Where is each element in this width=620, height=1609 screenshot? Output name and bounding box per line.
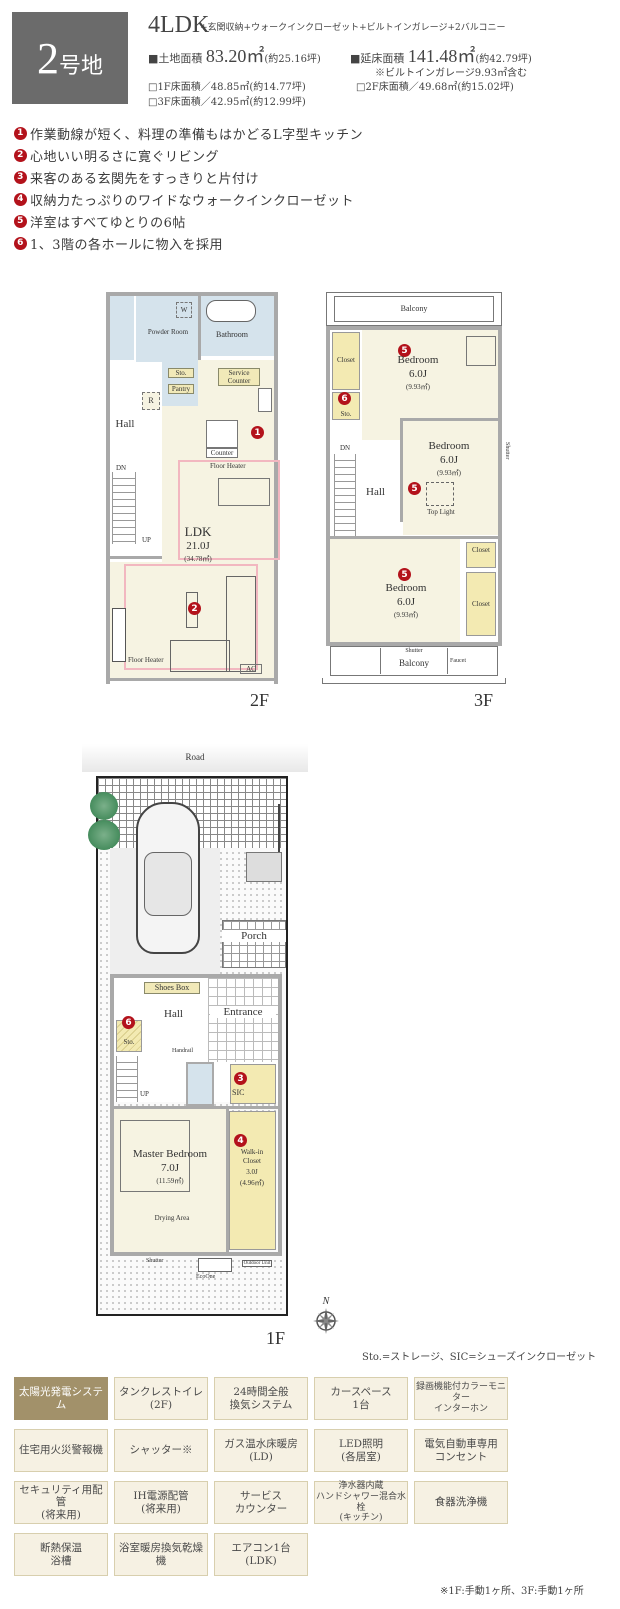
equipment-tile: エアコン1台 (LDK)	[214, 1533, 308, 1576]
toilet	[186, 1062, 214, 1106]
equipment-tile: 太陽光発電システム	[14, 1377, 108, 1420]
desk-icon	[466, 336, 496, 366]
equipment-grid: 太陽光発電システム タンクレストイレ (2F) 24時間全般 換気システム カー…	[14, 1377, 610, 1576]
floor-area-3f: □3F床面積／42.95㎡(約12.99坪)	[148, 97, 306, 108]
toilet	[110, 296, 134, 360]
number-badge-icon: 5	[14, 214, 27, 228]
legend-note: Sto.=ストレージ、SIC=シューズインクローゼット	[362, 1352, 597, 1363]
equipment-tile: ガス温水床暖房 (LD)	[214, 1429, 308, 1472]
land-area: ■土地面積 83.20㎡(約25.16坪)	[148, 46, 321, 66]
floor-area-2f: □2F床面積／49.68㎡(約15.02坪)	[356, 82, 514, 93]
layout-type: 4LDK	[148, 12, 210, 38]
number-badge-icon: 3	[14, 170, 27, 184]
floor-label-3f: 3F	[474, 690, 494, 710]
equipment-tile: 録画機能付カラーモニター インターホン	[414, 1377, 508, 1420]
feature-marker-6: 6	[122, 1016, 135, 1029]
equipment-tile: 住宅用火災警報機	[14, 1429, 108, 1472]
feature-marker-5: 5	[398, 568, 411, 581]
entrance	[208, 978, 278, 1062]
feature-marker-5: 5	[398, 344, 411, 357]
floor-label-1f: 1F	[266, 1328, 286, 1348]
compass-icon: N	[312, 1296, 340, 1340]
floor-label-2f: 2F	[250, 690, 270, 710]
porch	[222, 920, 286, 968]
floor-plan-2f: Powder Room W Bathroom Sto. Pantry Servi…	[106, 292, 280, 684]
bed-icon	[120, 1120, 190, 1192]
sofa-icon	[226, 576, 256, 672]
balcony-bottom	[330, 646, 498, 676]
footnote: ※1F:手動1ヶ所、3F:手動1ヶ所	[440, 1586, 584, 1597]
storage	[332, 392, 360, 420]
storage	[116, 1020, 142, 1052]
sink-icon	[206, 420, 238, 448]
stove-icon	[258, 388, 272, 412]
tree-icon	[88, 820, 120, 850]
dining-table-icon	[218, 478, 270, 506]
lot-number: 2	[36, 33, 59, 83]
feature-marker-1: 1	[251, 426, 264, 439]
bathtub-icon	[206, 300, 256, 322]
feature-marker-3: 3	[234, 1072, 247, 1085]
floor-plan-3f: Balcony Closet 6 Sto. 5 Bedroom 6.0J (9.…	[322, 292, 510, 684]
equipment-tile: 浴室暖房換気乾燥機	[114, 1533, 208, 1576]
feature-marker-4: 4	[234, 1134, 247, 1147]
balcony-top	[334, 296, 494, 322]
road	[82, 744, 308, 772]
equipment-tile: 断熱保温 浴槽	[14, 1533, 108, 1576]
number-badge-icon: 1	[14, 126, 27, 140]
tv-icon	[112, 608, 126, 662]
bicycle-icon	[278, 804, 280, 864]
equipment-tile: IH電源配管 (将来用)	[114, 1481, 208, 1524]
equipment-tile: カースペース 1台	[314, 1377, 408, 1420]
equipment-tile: 電気自動車専用 コンセント	[414, 1429, 508, 1472]
equipment-tile: 24時間全般 換気システム	[214, 1377, 308, 1420]
stairs	[112, 472, 136, 544]
tree-icon	[90, 792, 118, 820]
equipment-tile: LED照明 (各居室)	[314, 1429, 408, 1472]
equipment-tile: 浄水器内蔵 ハンドシャワー混合水栓 (キッチン)	[314, 1480, 408, 1524]
feature-marker-5: 5	[408, 482, 421, 495]
equipment-tile: セキュリティ用配管 (将来用)	[14, 1481, 108, 1524]
closet	[332, 332, 360, 390]
ecoone-unit	[198, 1258, 232, 1272]
number-badge-icon: 4	[14, 192, 27, 206]
closet	[466, 542, 496, 568]
feature-marker-2: 2	[188, 602, 201, 615]
lot-suffix: 号地	[58, 54, 103, 79]
equipment-tile: 食器洗浄機	[414, 1481, 508, 1524]
garage-note: ※ビルトインガレージ9.93㎡含む	[375, 68, 528, 79]
layout-extra: +玄関収納+ウォークインクローゼット+ビルトインガレージ+2バルコニー	[200, 23, 506, 33]
number-badge-icon: 2	[14, 148, 27, 162]
top-light-icon	[426, 482, 454, 506]
stairs	[334, 454, 356, 540]
equipment-tile: サービス カウンター	[214, 1481, 308, 1524]
feature-marker-6: 6	[338, 392, 351, 405]
stairs	[116, 1056, 138, 1102]
floor-plan-1f: Road Porch Shoes Box Hall Entrance 6 Sto…	[82, 744, 308, 1324]
lot-number-badge: 2 号地	[12, 12, 128, 104]
number-badge-icon: 6	[14, 236, 27, 250]
equipment-tile: タンクレストイレ (2F)	[114, 1377, 208, 1420]
floor-heater-area	[178, 460, 280, 560]
master-bedroom	[114, 1109, 226, 1252]
total-floor-area: ■延床面積 141.48㎡(約42.79坪)	[350, 46, 532, 66]
floor-area-1f: □1F床面積／48.85㎡(約14.77坪)	[148, 82, 306, 93]
equipment-tile: シャッター※	[114, 1429, 208, 1472]
closet	[466, 572, 496, 636]
